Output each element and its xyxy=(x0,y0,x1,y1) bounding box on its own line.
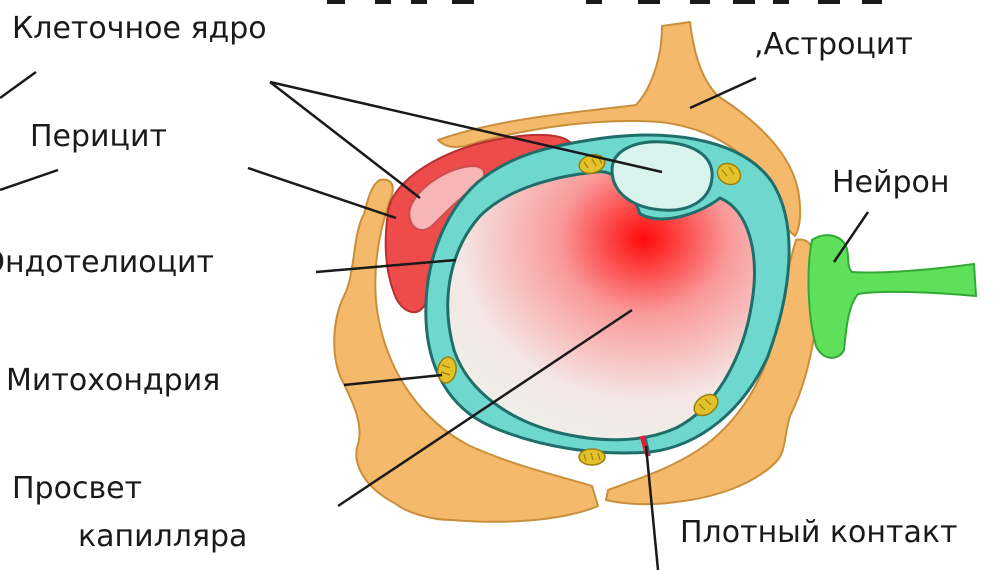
label-nucleus: Клеточное ядро xyxy=(12,14,267,44)
neuron xyxy=(809,235,976,358)
leader-cropped-2 xyxy=(0,170,58,190)
cropped-title xyxy=(327,0,882,4)
label-mitochondria: Митохондрия xyxy=(6,366,220,396)
leader-cropped-1 xyxy=(0,72,36,98)
endothelial-nucleus xyxy=(612,142,712,210)
label-astrocyte: ,Астроцит xyxy=(754,30,913,60)
label-neuron: Нейрон xyxy=(832,168,950,198)
label-lumen-line2: капилляра xyxy=(78,522,247,552)
label-lumen-line1: Просвет xyxy=(12,474,142,504)
label-pericyte: Перицит xyxy=(30,122,167,152)
leader-neuron xyxy=(834,212,868,262)
leader-tight-junction xyxy=(646,446,658,570)
label-endotheliocyte: Эндотелиоцит xyxy=(0,248,214,278)
label-tight-junction: Плотный контакт xyxy=(680,518,957,548)
